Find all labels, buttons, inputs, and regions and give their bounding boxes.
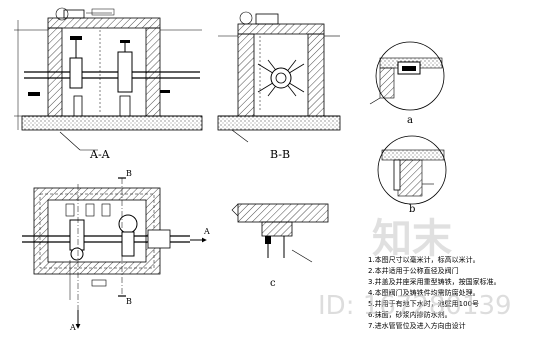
section-a-a (14, 7, 203, 151)
note-line-1: 1.本图尺寸以毫米计，标高以米计。 (368, 255, 480, 264)
plan-view (22, 177, 207, 329)
detail-c-label: c (270, 278, 276, 289)
section-b-b-label: B-B (270, 148, 290, 161)
watermark-logo: 知末 (372, 216, 452, 262)
note-line-5: 5.井用于有地下水时，池壁用100号 (368, 299, 479, 308)
cut-b-bottom-label: B (126, 297, 132, 306)
cut-a-bottom-label: A (69, 323, 76, 332)
note-line-2: 2.本井适用于公称直径及阀门 (368, 266, 459, 275)
note-line-7: 7.进水管管位及进入方向由设计 (368, 321, 466, 330)
detail-b (377, 135, 447, 205)
section-a-a-label: A-A (89, 148, 111, 161)
detail-a (369, 41, 445, 111)
note-line-4: 4.本图阀门及铸铁件均需防腐处理。 (368, 288, 480, 297)
detail-c (231, 203, 329, 263)
note-line-3: 3.井盖及井座采用重型铸铁，按国家标准。 (368, 277, 501, 286)
section-b-b (217, 11, 341, 143)
notes-block: 1.本图尺寸以毫米计，标高以米计。 2.本井适用于公称直径及阀门 3.井盖及井座… (368, 255, 501, 330)
note-line-6: 6.抹面，砂浆内掺防水剂。 (368, 310, 452, 319)
cut-b-top-label: B (126, 169, 132, 178)
detail-a-label: a (407, 115, 413, 126)
plan-arrow-label: A (203, 227, 210, 236)
watermark-id: ID: 167280139 (318, 291, 512, 321)
detail-b-label: b (409, 204, 415, 215)
